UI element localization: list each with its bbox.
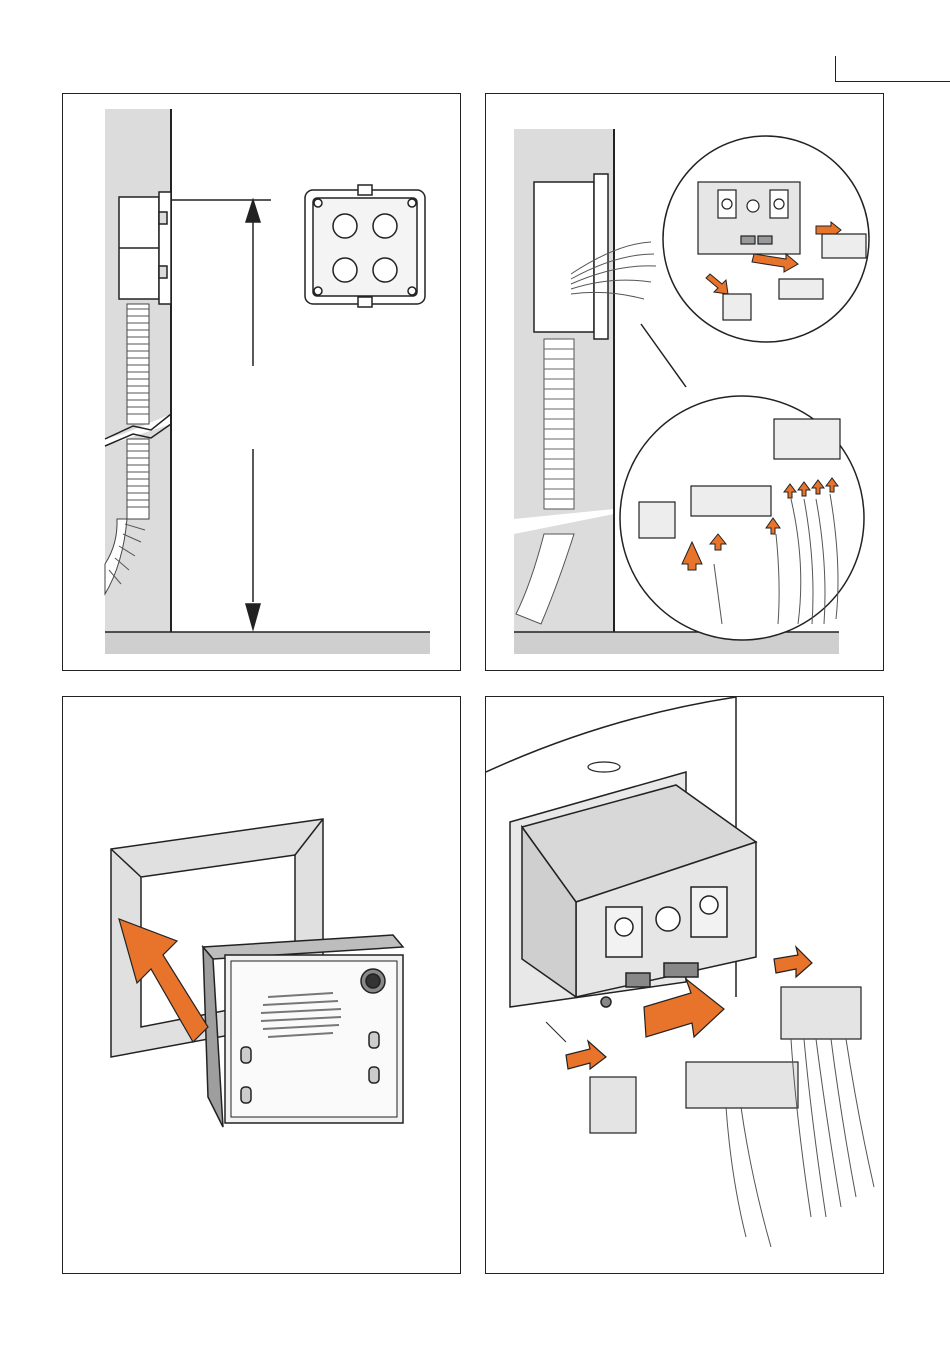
flush-box-height-illustration — [63, 94, 461, 671]
illustration-panel-flush-box-height — [62, 93, 461, 671]
flush-box-front-view — [305, 185, 425, 307]
height-dimension — [171, 200, 271, 629]
terminal-blocks-illustration — [486, 94, 884, 671]
illustration-panel-module-connection — [485, 696, 884, 1274]
illustration-panel-module-frame — [62, 696, 461, 1274]
page-corner-mark — [835, 56, 950, 82]
module-connection-illustration — [486, 697, 884, 1274]
illustration-panel-terminal-blocks — [485, 93, 884, 671]
module-into-frame-illustration — [63, 697, 461, 1274]
terminal-blocks — [590, 987, 861, 1133]
flush-box-side — [534, 174, 608, 339]
flush-box-side-view — [119, 192, 171, 304]
speaker-module — [203, 935, 403, 1127]
wall-curve — [486, 697, 736, 772]
floor — [105, 632, 430, 654]
floor — [514, 632, 839, 654]
module-rear-housing — [510, 772, 756, 1007]
module-rear-detail — [698, 182, 800, 254]
